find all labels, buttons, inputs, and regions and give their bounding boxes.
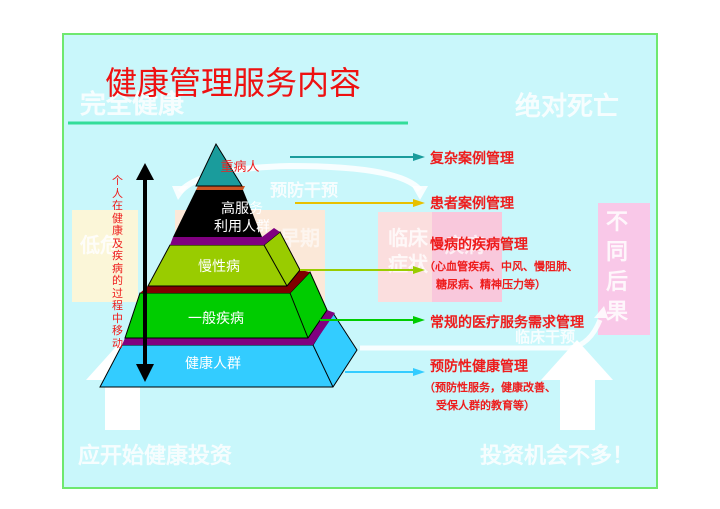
pyramid-label-healthy: 健康人群 [185,356,241,372]
bg-box-low-risk [72,210,138,302]
strip-darkred [140,270,310,293]
service-preventive: 预防性健康管理 [430,359,528,375]
service-arrows [290,153,425,376]
clinical-curve-arrow [360,319,603,351]
bg-text-start-invest: 应开始健康投资 [78,444,233,469]
bg-text-few-chances: 投资机会不多！ [480,444,635,469]
bg-text-prevent: 预防干预 [270,181,338,201]
bg-text-low-risk: 低危 [80,233,120,257]
page-title: 健康管理服务内容 [105,64,362,102]
bg-text-death: 绝对死亡 [515,92,620,122]
strip-orange [196,186,245,190]
pyramid-label-high-service-2: 利用人群 [214,219,270,235]
pyramid-label-chronic: 慢性病 [198,259,240,275]
bg-box-disease [432,212,502,302]
service-chronic-detail-2: 糖尿病、精神压力等） [436,278,546,291]
bg-box-clinical [378,212,438,302]
axis-arrowhead-down [136,364,154,382]
bg-text-clinical-intervention: 临床干预 [515,328,576,346]
pyramid-label-high-service-1: 高服务 [221,201,263,217]
service-routine-care: 常规的医疗服务需求管理 [430,315,584,331]
service-chronic-detail-1: （心血管疾病、中风、慢阻肺、 [424,260,578,273]
bg-text-clinical: 临床症状 [388,226,428,276]
layer-critical [195,142,243,187]
bg-text-disease: 疾病 [444,233,484,257]
pyramid-label-critical: 重病人 [220,160,260,175]
up-arrow-right [541,340,613,430]
service-chronic-disease: 慢病的疾病管理 [430,237,528,253]
layer-high-service [173,190,262,237]
bg-text-full-health: 完全健康 [80,90,185,120]
service-preventive-detail-1: （预防性服务，健康改善、 [424,381,556,394]
pyramid-label-general: 一般疾病 [188,311,244,327]
axis-label: 个人在健康及疾病的过程中移动 [112,174,123,350]
service-complex-case: 复杂案例管理 [430,151,514,167]
strip-purple-top [170,228,280,245]
axis-arrowhead-up [136,163,154,180]
bg-text-outcome: 不同后果 [606,210,629,325]
service-preventive-detail-2: 受保人群的教育等） [436,399,535,412]
prevent-arrowhead-right [412,186,428,200]
service-patient-case: 患者案例管理 [430,196,514,212]
prevent-arrowhead-left [172,186,188,200]
bg-box-outcome [598,203,650,335]
